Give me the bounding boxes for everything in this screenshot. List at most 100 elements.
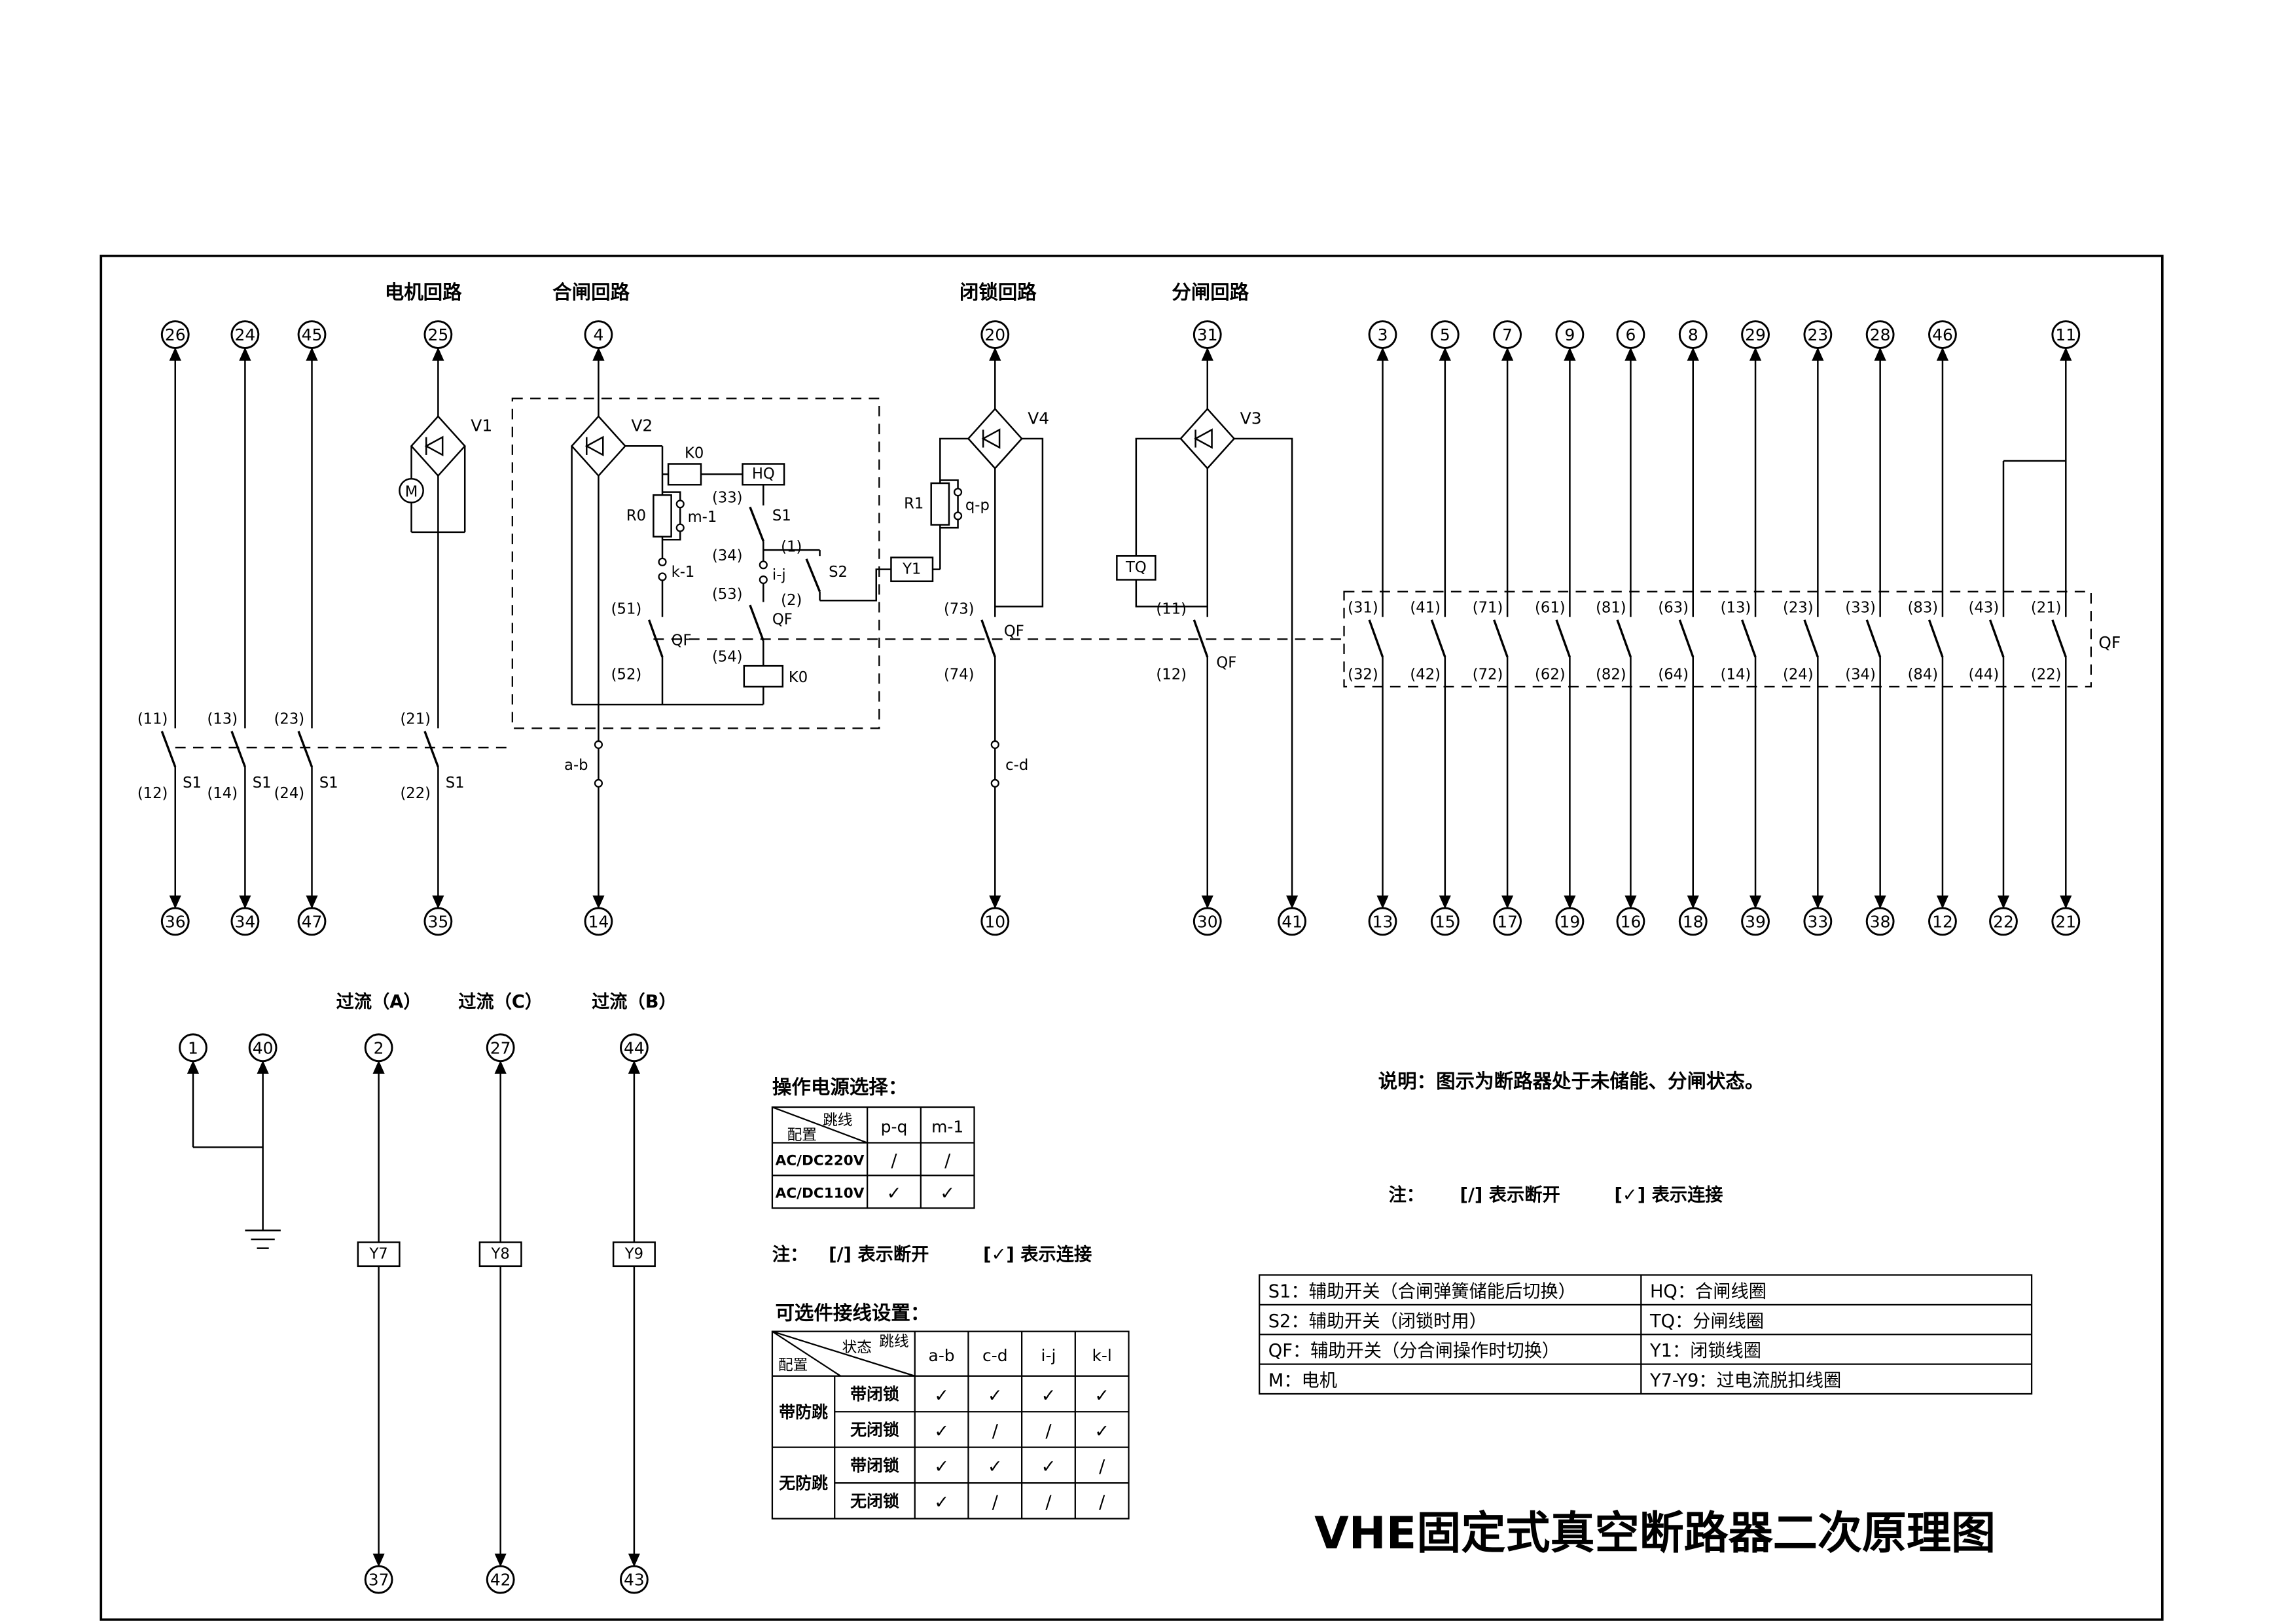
contact-point-label: (81)	[1596, 599, 1626, 616]
qf-bank-column: 8 (63) (64) 18	[1658, 320, 1708, 936]
legend-entry: S1：辅助开关（合闸弹簧储能后切换）	[1268, 1281, 1576, 1302]
terminal-circle	[1928, 907, 1957, 936]
contact-point-label: (43)	[1969, 599, 2000, 616]
contact-point-label: (1)	[781, 538, 802, 555]
note-connected-symbol: [✓] 表示连接	[1614, 1184, 1723, 1205]
qf-bank-column: 7 (71) (72) 17	[1473, 320, 1522, 936]
contact-point-label: (11)	[137, 711, 168, 728]
overcurrent-circuit-b: 过流（B） 44 Y9 43	[592, 992, 677, 1594]
contact-point-label: (21)	[400, 711, 431, 728]
contact-point-label: (14)	[207, 785, 238, 802]
contact-blade	[1988, 619, 2005, 658]
legend-entry: QF：辅助开关（分合闸操作时切换）	[1268, 1341, 1560, 1361]
closing-circuit-label: 合闸回路	[552, 282, 630, 304]
component-label: V1	[471, 416, 492, 435]
qf-aux-contact-bank: QF 3 (31) (32) 13 5 (41) (42) 15 7 (71) …	[1343, 320, 2121, 936]
contact-blade	[1928, 619, 1944, 658]
diode-icon	[424, 435, 444, 457]
s1-column-3: 45 (23) (24) S1 47	[274, 320, 338, 936]
contact-blade	[1803, 619, 1819, 658]
component-label: V2	[631, 416, 653, 435]
terminal-circle	[230, 907, 260, 936]
jumper-label: q-p	[965, 497, 990, 514]
component-label: R0	[626, 507, 646, 524]
options-table-title: 可选件接线设置：	[775, 1302, 929, 1324]
terminal-number: 12	[1932, 912, 1953, 931]
terminal-circle	[2051, 907, 2081, 936]
note-prefix: 注：	[1389, 1184, 1424, 1205]
contact-point-label: (72)	[1473, 666, 1503, 684]
contact-point-label: (71)	[1473, 599, 1503, 616]
contact-point-label: (24)	[1783, 666, 1814, 684]
component-label: S1	[319, 775, 338, 792]
opening-circuit: 31 V3 TQ (11) (12) QF 30 41	[1116, 320, 1306, 936]
jumper-label: a-b	[564, 757, 588, 774]
component-label: QF	[1216, 654, 1236, 671]
jumper-point	[658, 557, 667, 566]
contact-point-label: (32)	[1348, 666, 1378, 684]
terminal-number: 2	[374, 1038, 384, 1057]
terminal-number: 10	[984, 912, 1005, 931]
terminal-circle	[297, 907, 327, 936]
contact-blade	[1741, 619, 1757, 658]
terminal-number: 6	[1626, 325, 1636, 344]
contact-blade	[2051, 619, 2067, 658]
trip-coil-y9	[612, 1241, 656, 1267]
terminal-number: 5	[1440, 325, 1450, 344]
legend-entry: TQ：分闸线圈	[1649, 1311, 1764, 1332]
overcurrent-circuit-c: 过流（C） 27 Y8 42	[458, 992, 543, 1594]
jumper-label: c-d	[1005, 757, 1028, 774]
component-label: S1	[183, 775, 202, 792]
legend-table: S1：辅助开关（合闸弹簧储能后切换） HQ：合闸线圈 S2：辅助开关（闭锁时用）…	[1259, 1274, 2033, 1395]
contact-point-label: (34)	[712, 547, 743, 564]
corner-label-config: 配置	[787, 1127, 817, 1144]
jumper-label: m-1	[688, 509, 717, 526]
jumper-state: ∕	[1045, 1421, 1052, 1442]
wires	[1997, 460, 2066, 909]
contact-point-label: (22)	[400, 785, 431, 802]
motor-circuit: 25 V1 M (21) (22) S1 35	[399, 320, 492, 936]
terminal-number: 42	[490, 1571, 511, 1590]
contact-point-label: (22)	[2031, 666, 2062, 684]
terminal-number: 17	[1497, 912, 1518, 931]
overcurrent-circuit-a: 过流（A） 2 Y7 37	[336, 992, 422, 1594]
ground-icon	[245, 1230, 281, 1249]
contact-blade	[749, 604, 764, 642]
terminal-number: 20	[984, 325, 1005, 344]
jumper-point	[759, 560, 768, 570]
terminal-number: 13	[1372, 912, 1393, 931]
component-label: V3	[1240, 409, 1262, 428]
contact-point-label: (74)	[944, 666, 975, 684]
diode-icon	[584, 435, 604, 457]
ground-circuit: 1 40	[179, 1033, 281, 1249]
mechanical-linkage	[175, 638, 1344, 749]
wires	[1135, 347, 1299, 909]
component-label: TQ	[1125, 559, 1147, 576]
contact-point-label: (33)	[1845, 599, 1876, 616]
notes-right: 说明：图示为断路器处于未储能、分闸状态。 注： [∕] 表示断开 [✓] 表示连…	[1378, 1070, 1765, 1205]
rectifier-bridge-icon	[1179, 407, 1236, 470]
contact-point-label: (42)	[1410, 666, 1441, 684]
contact-blade	[980, 619, 996, 658]
terminal-circle	[364, 1565, 393, 1594]
contact-point-label: (83)	[1908, 599, 1939, 616]
terminal-circle	[1278, 907, 1306, 936]
component-label: S1	[772, 507, 791, 524]
component-label: Y8	[491, 1245, 510, 1262]
jumper-point	[675, 500, 685, 509]
jumper-state: ✓	[1094, 1385, 1109, 1406]
terminal-circle	[1678, 907, 1708, 936]
component-label: M	[405, 483, 418, 500]
jumper-point	[594, 740, 603, 749]
anti-pump-coil	[743, 665, 784, 688]
contact-blade	[1555, 619, 1571, 658]
note-connected-symbol: [✓] 表示连接	[983, 1244, 1092, 1265]
qf-bank-dashed-box	[1343, 591, 2092, 688]
diode-icon	[1194, 428, 1213, 449]
power-table-title: 操作电源选择：	[772, 1076, 907, 1099]
contact-point-label: (11)	[1156, 601, 1187, 618]
overcurrent-b-label: 过流（B）	[592, 992, 677, 1012]
rectifier-bridge-icon	[967, 407, 1023, 470]
terminal-number: 29	[1745, 325, 1766, 344]
terminal-number: 19	[1560, 912, 1581, 931]
